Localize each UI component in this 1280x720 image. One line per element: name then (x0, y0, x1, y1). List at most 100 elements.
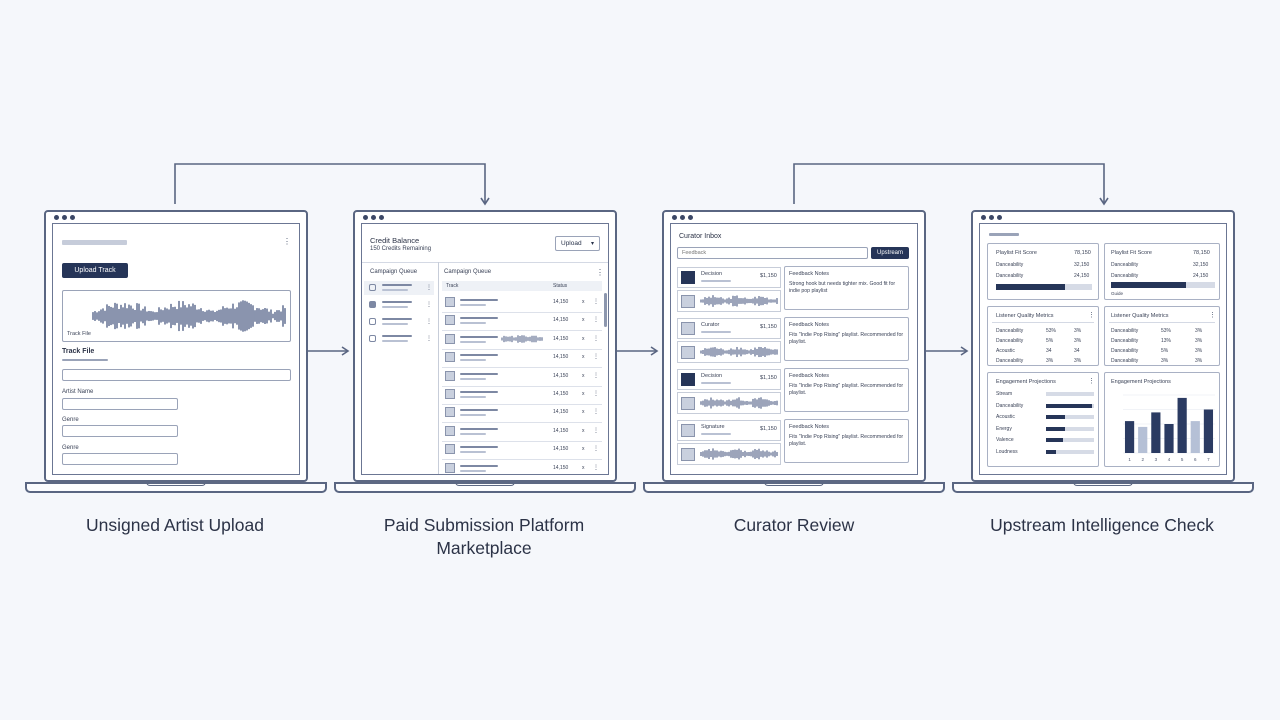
sidebar-campaign-item[interactable]: ⋮ (364, 315, 434, 329)
table-row[interactable]: 14,150 x ⋮ (442, 331, 602, 350)
artist-name-input[interactable] (62, 398, 178, 410)
laptop-base (334, 482, 636, 493)
row-menu-icon[interactable]: ⋮ (593, 335, 599, 342)
menu-icon[interactable]: ⋮ (283, 237, 291, 246)
table-row[interactable]: 14,150 x ⋮ (442, 294, 602, 313)
chart-tick-label: 5 (1181, 457, 1184, 462)
feedback-card: Feedback Notes Fits "Indie Pop Rising" p… (784, 317, 909, 361)
table-menu-icon[interactable]: ⋮ (596, 268, 604, 277)
feedback-title: Feedback Notes (789, 424, 830, 430)
row-menu-icon[interactable]: ⋮ (426, 319, 432, 325)
row-menu-icon[interactable]: ⋮ (426, 285, 432, 291)
row-menu-icon[interactable]: ⋮ (593, 354, 599, 361)
checkbox[interactable] (369, 318, 376, 325)
submission-item[interactable]: Decision $1,150 (677, 369, 781, 390)
submission-item[interactable]: Curator $1,150 (677, 318, 781, 339)
metric-label: Danceability (1111, 328, 1139, 334)
caption-artist-upload: Unsigned Artist Upload (85, 515, 265, 535)
panel-menu-icon[interactable]: ⋮ (1088, 312, 1095, 319)
waveform-icon (700, 448, 778, 460)
submission-audio[interactable] (677, 443, 781, 465)
panel-menu-icon[interactable]: ⋮ (1088, 378, 1095, 385)
table-row[interactable]: 14,150 x ⋮ (442, 386, 602, 405)
row-menu-icon[interactable]: ⋮ (593, 317, 599, 324)
metric-label: Danceability (1111, 348, 1139, 354)
metric-value-a: 53% (1046, 328, 1057, 334)
feedback-search-input[interactable] (677, 247, 868, 259)
chart-bar (1177, 397, 1187, 453)
row-x[interactable]: x (582, 372, 585, 379)
scrollbar[interactable] (604, 293, 607, 327)
header-divider (362, 262, 608, 263)
row-x[interactable]: x (582, 391, 585, 397)
chart-tick-label: 2 (1141, 457, 1144, 462)
submission-audio[interactable] (677, 392, 781, 414)
feedback-card: Feedback Notes Strong hook but needs tig… (784, 266, 909, 310)
metric-value-a: 5% (1046, 338, 1054, 344)
feedback-text: Strong hook but needs tighter mix. Good … (789, 281, 896, 294)
sidebar-campaign-item[interactable]: ⋮ (364, 281, 434, 295)
row-x[interactable]: x (582, 427, 585, 434)
checkbox[interactable] (369, 335, 376, 342)
campaign-line (382, 301, 412, 303)
title-placeholder (989, 233, 1019, 236)
metric-value-b: 3% (1074, 338, 1082, 344)
track-file-title: Track File (62, 348, 95, 355)
row-x[interactable]: x (582, 409, 585, 416)
feedback-text: Fits "Indie Pop Rising" playlist. Recomm… (789, 383, 904, 396)
row-menu-icon[interactable]: ⋮ (593, 427, 599, 434)
genre-input-2[interactable] (62, 453, 178, 465)
panel-listener-quality-b: Listener Quality Metrics ⋮ Danceability … (1104, 306, 1220, 366)
row-menu-icon[interactable]: ⋮ (593, 446, 599, 453)
checkbox[interactable] (369, 284, 376, 291)
table-row[interactable]: 14,150 x ⋮ (442, 368, 602, 387)
track-thumbnail (445, 315, 455, 326)
metric-label: Danceability (996, 358, 1024, 364)
track-title-line (460, 446, 498, 449)
laptop-artist-upload: ⋮ Upload Track Track File Track File Art… (25, 210, 327, 495)
row-menu-icon[interactable]: ⋮ (593, 391, 599, 397)
row-x[interactable]: x (582, 317, 585, 324)
submission-item[interactable]: Decision $1,150 (677, 267, 781, 288)
row-x[interactable]: x (582, 464, 585, 471)
engagement-label: Loudness (996, 448, 1018, 455)
row-menu-icon[interactable]: ⋮ (426, 336, 432, 342)
panel-menu-icon[interactable]: ⋮ (1209, 312, 1216, 319)
table-row[interactable]: 14,150 x ⋮ (442, 312, 602, 332)
row-value: 14,150 (553, 335, 569, 342)
table-row[interactable]: 14,150 x ⋮ (442, 460, 602, 474)
sidebar-campaign-item[interactable]: ⋮ (364, 332, 434, 346)
metric-value-b: 3% (1195, 338, 1203, 344)
row-menu-icon[interactable]: ⋮ (593, 409, 599, 416)
row-menu-icon[interactable]: ⋮ (593, 299, 599, 305)
upload-track-button[interactable]: Upload Track (62, 263, 128, 278)
table-row[interactable]: 14,150 x ⋮ (442, 423, 602, 442)
row-x[interactable]: x (582, 299, 585, 305)
queue-sidebar: Campaign Queue ⋮ ⋮ ⋮ ⋮ (362, 262, 439, 474)
engagement-fill (1046, 415, 1066, 419)
submission-audio[interactable] (677, 290, 781, 312)
checkbox[interactable] (369, 301, 376, 308)
engagement-track (1046, 415, 1094, 419)
row-menu-icon[interactable]: ⋮ (426, 302, 432, 308)
table-row[interactable]: 14,150 x ⋮ (442, 404, 602, 424)
artist-avatar (681, 424, 695, 437)
col-track: Track (446, 283, 459, 289)
genre-input[interactable] (62, 425, 178, 437)
track-thumbnail (445, 407, 455, 418)
upload-dropdown[interactable]: Upload ▾ (555, 236, 600, 251)
submission-item[interactable]: Signature $1,150 (677, 420, 781, 441)
row-x[interactable]: x (582, 335, 585, 342)
table-row[interactable]: 14,150 x ⋮ (442, 441, 602, 461)
row-value: 14,150 (553, 409, 569, 416)
sidebar-campaign-item[interactable]: ⋮ (364, 298, 434, 312)
submission-audio[interactable] (677, 341, 781, 363)
chart-tick-label: 7 (1207, 457, 1210, 462)
upstream-button[interactable]: Upstream (871, 247, 909, 259)
table-row[interactable]: 14,150 x ⋮ (442, 349, 602, 369)
track-file-input[interactable] (62, 369, 291, 381)
row-x[interactable]: x (582, 446, 585, 453)
row-menu-icon[interactable]: ⋮ (593, 372, 599, 379)
row-x[interactable]: x (582, 354, 585, 361)
row-menu-icon[interactable]: ⋮ (593, 464, 599, 471)
